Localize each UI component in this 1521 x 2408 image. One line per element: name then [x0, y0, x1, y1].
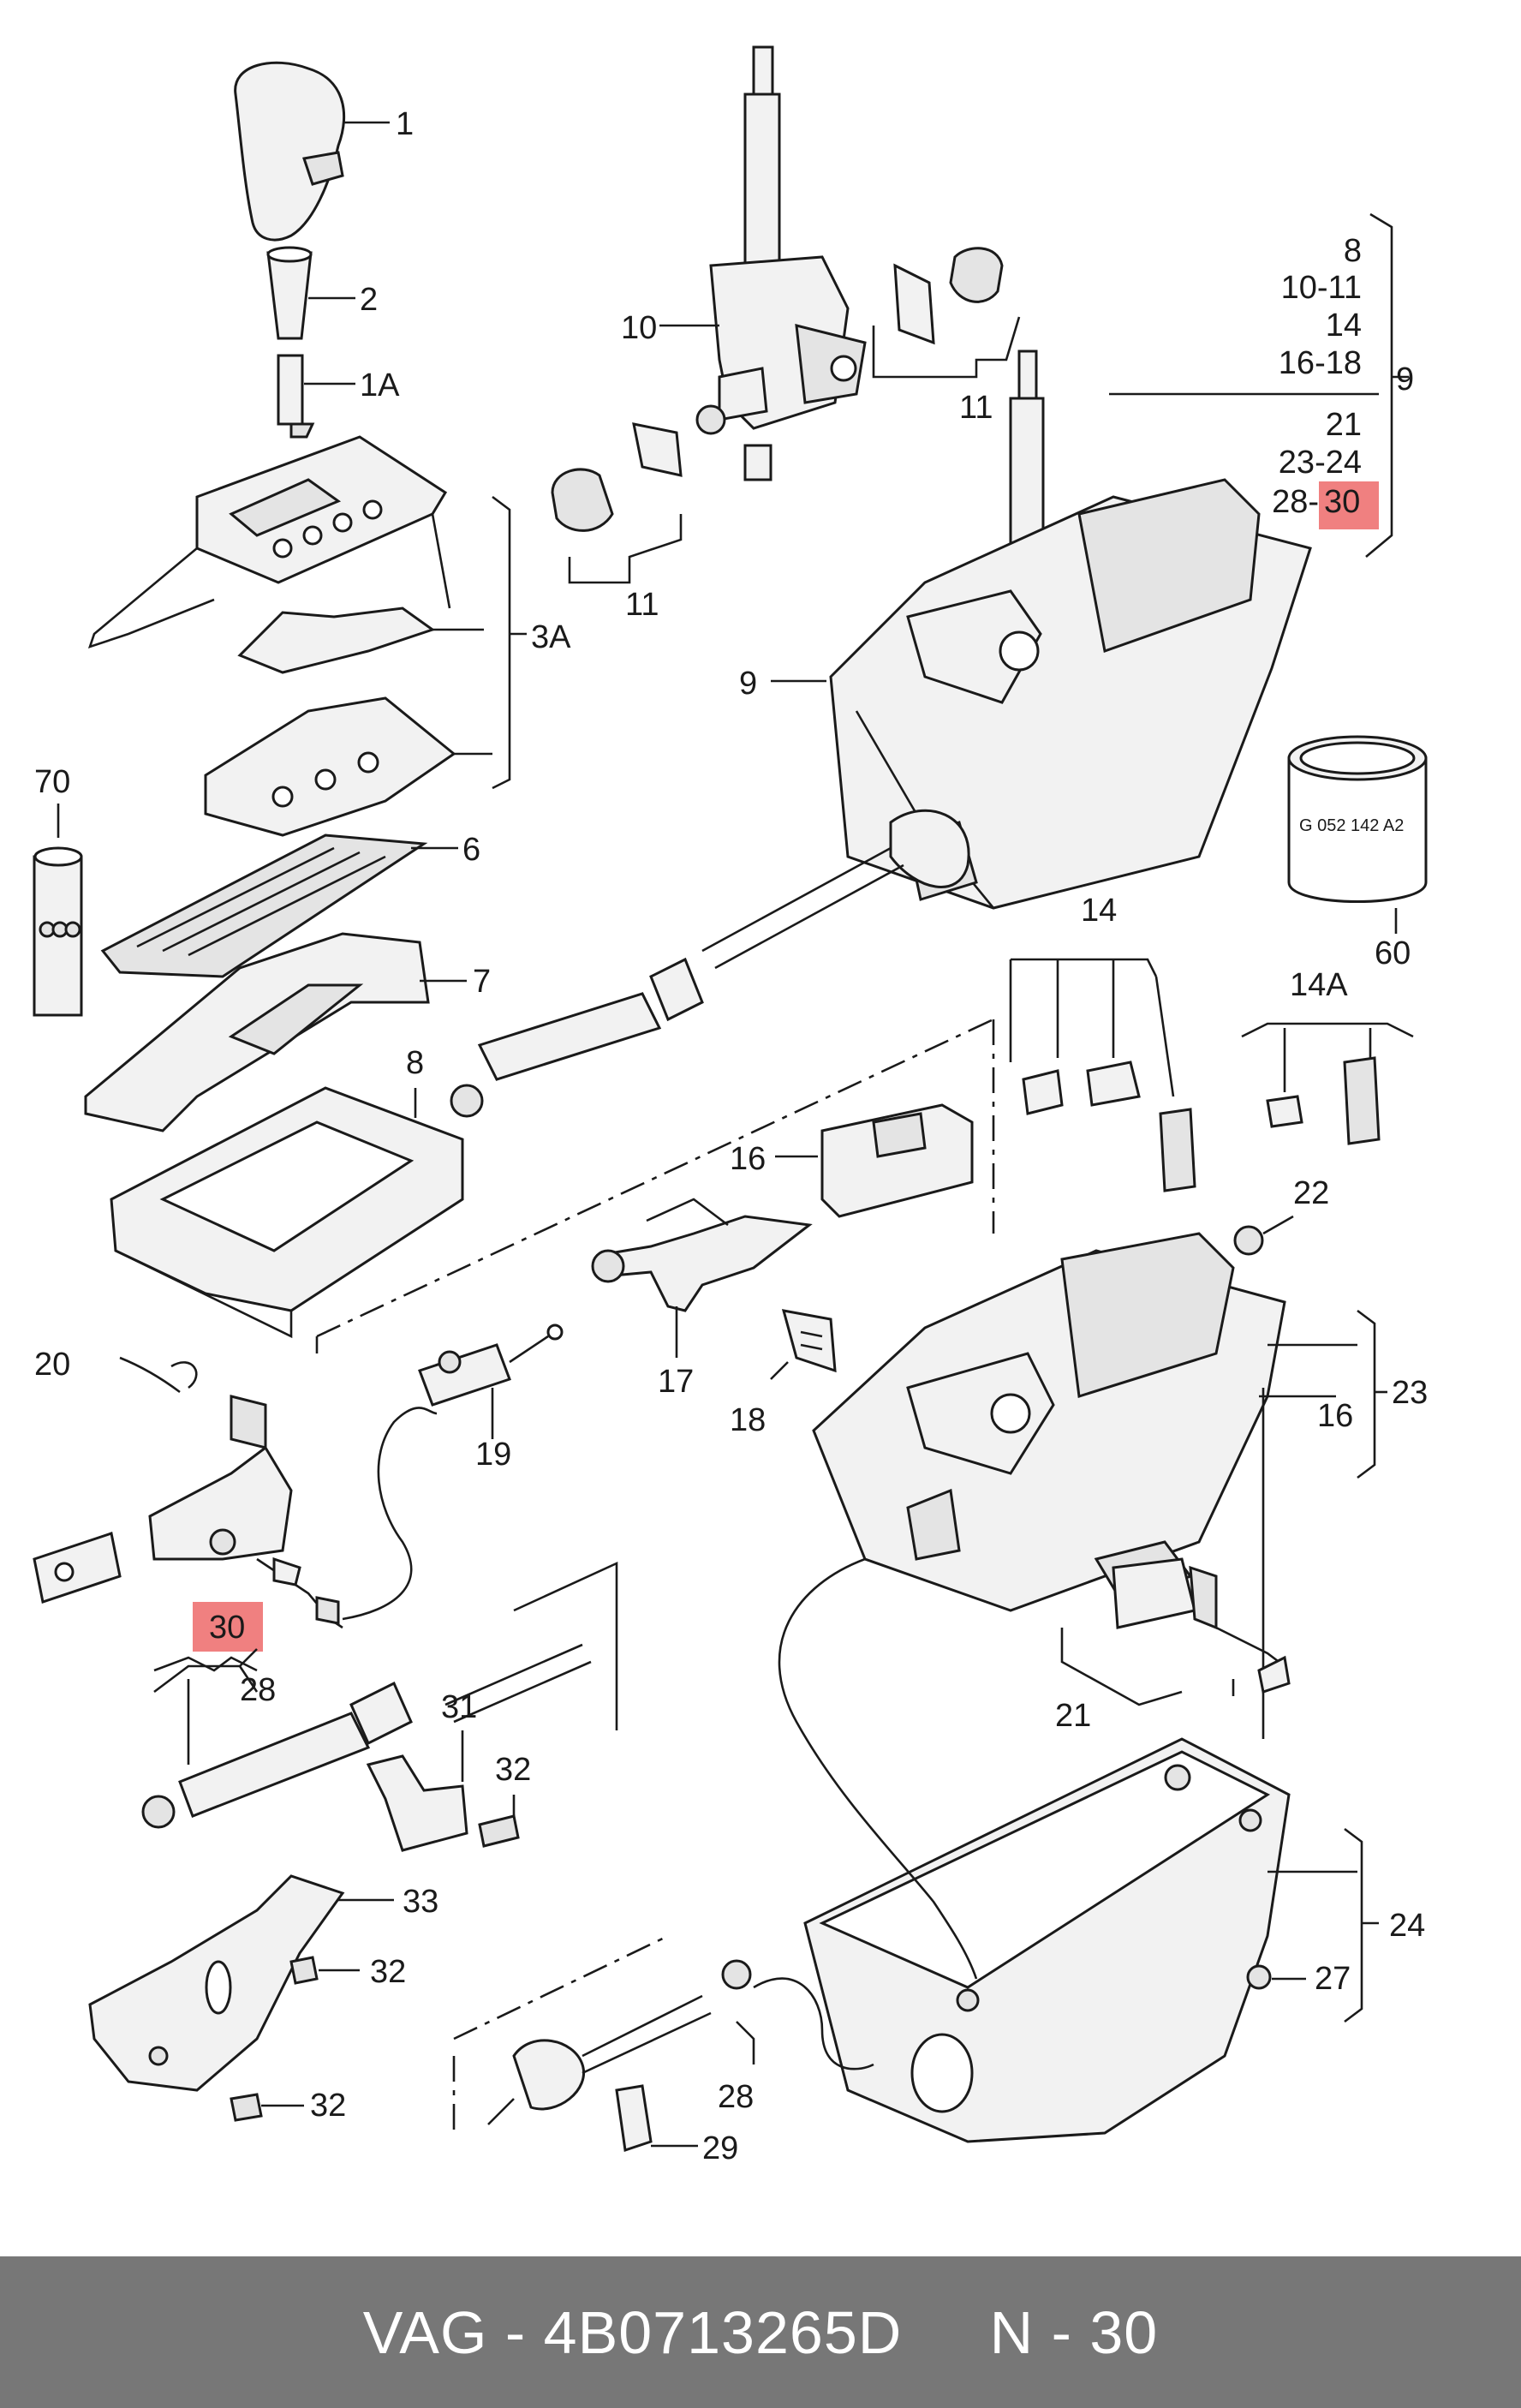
callout-23: 23 — [1392, 1375, 1428, 1411]
callout-14a: 14A — [1290, 967, 1348, 1003]
part-29-retaining-clip — [615, 2084, 698, 2152]
part-14-clips — [1009, 958, 1196, 1192]
callout-27: 27 — [1315, 1961, 1351, 1997]
part-21-switches — [1060, 1557, 1291, 1706]
group-9-item-16-18: 16-18 — [1279, 345, 1362, 381]
callout-19: 19 — [475, 1437, 511, 1473]
part-10-selector-shaft — [659, 45, 867, 481]
footer-bar: VAG - 4B0713265D N - 30 — [0, 2256, 1521, 2408]
part-33-bracket-plate — [88, 1874, 394, 2092]
callout-70: 70 — [34, 764, 70, 800]
callout-14: 14 — [1081, 893, 1117, 929]
part-11-springs-right — [872, 247, 1021, 379]
group-9-item-30-highlighted: 30 — [1324, 484, 1360, 520]
highlight-30-top — [1319, 481, 1379, 529]
bracket-30 — [153, 1648, 259, 1694]
part-18-clip — [770, 1309, 837, 1380]
callout-3a: 3A — [531, 619, 571, 655]
part-22-nut — [1233, 1215, 1294, 1256]
group-9-item-8: 8 — [1344, 233, 1362, 269]
callout-31: 31 — [441, 1689, 477, 1725]
part-6-mat — [100, 834, 458, 978]
callout-32-upper: 32 — [495, 1752, 531, 1788]
group-9-item-28: 28- — [1272, 484, 1319, 520]
callout-18: 18 — [730, 1402, 766, 1438]
callout-16-upper: 16 — [730, 1141, 766, 1177]
parts-diagram: 1 2 1A 3A 6 7 8 70 10 11 11 9 8 10-11 14… — [33, 45, 1428, 2166]
callout-28-lower: 28 — [718, 2079, 754, 2115]
callout-17: 17 — [658, 1364, 694, 1400]
part-9-selector-housing — [771, 212, 1409, 910]
part-8-frame — [110, 1086, 464, 1339]
callout-9: 9 — [739, 666, 757, 702]
callout-1a: 1A — [360, 367, 400, 403]
part-24-housing-pan — [803, 1737, 1379, 2143]
part-19-cable-end — [418, 1324, 564, 1439]
part-shift-cable-lower — [141, 1561, 618, 1829]
callout-29: 29 — [702, 2130, 738, 2166]
callout-11-right: 11 — [959, 390, 993, 426]
callout-32-lower: 32 — [310, 2088, 346, 2124]
part-14a-clips — [1241, 1022, 1414, 1145]
callout-33: 33 — [403, 1884, 438, 1920]
callout-32-middle: 32 — [370, 1954, 406, 1990]
part-20-ignition-lock — [33, 1356, 293, 1604]
callout-6: 6 — [462, 832, 480, 868]
callout-16-lower: 16 — [1317, 1398, 1353, 1434]
callout-8: 8 — [406, 1045, 424, 1081]
highlight-30-left — [193, 1602, 263, 1652]
part-23-selector-housing-lower — [812, 1232, 1387, 1739]
seal-marking: G 052 142 A2 — [1299, 816, 1404, 835]
callout-2: 2 — [360, 282, 378, 318]
part-32-bolt-lower — [230, 2093, 304, 2122]
part-17-lever — [591, 1198, 813, 1358]
callout-21: 21 — [1055, 1698, 1091, 1734]
callout-20: 20 — [34, 1347, 70, 1383]
group-9-label: 9 — [1396, 361, 1414, 397]
part-32-bolt-middle — [289, 1956, 360, 1985]
callout-1: 1 — [396, 106, 414, 142]
part-shift-cable-upper — [450, 809, 970, 1118]
part-60-seal — [1287, 735, 1428, 934]
group-9-item-21: 21 — [1326, 407, 1362, 443]
callout-22: 22 — [1293, 1175, 1329, 1211]
group-9-item-23-24: 23-24 — [1279, 445, 1362, 481]
part-1-gear-knob — [234, 61, 390, 242]
callout-11-left: 11 — [625, 587, 659, 623]
boundary-line — [316, 1018, 994, 1338]
part-2-knob-sleeve — [266, 246, 355, 340]
group-9-item-14: 14 — [1326, 308, 1362, 344]
part-32-bolt-upper — [478, 1795, 520, 1848]
group-9-list: 8 10-11 14 16-18 21 23-24 28- 30 9 — [1272, 233, 1414, 529]
callout-60: 60 — [1375, 935, 1411, 971]
callout-7: 7 — [473, 964, 491, 1000]
part-28-cable-end-lower — [452, 1934, 874, 2133]
callout-28-upper: 28 — [240, 1672, 276, 1708]
part-31-bracket — [366, 1730, 468, 1852]
part-27-nut — [1246, 1964, 1306, 1990]
callout-24: 24 — [1389, 1908, 1425, 1944]
cable-routing-line — [778, 1557, 978, 1980]
part-7-trim-bezel — [84, 932, 467, 1132]
part-1a-pin — [277, 354, 355, 439]
group-9-item-10-11: 10-11 — [1281, 270, 1362, 306]
part-16-switch-bracket — [775, 1103, 974, 1218]
part-30-cable-left — [256, 1407, 438, 1629]
part-11-springs-left — [551, 422, 683, 584]
callout-10: 10 — [621, 310, 657, 346]
footer-part-info: VAG - 4B0713265D N - 30 — [362, 2298, 1159, 2366]
part-70-spray-can — [33, 804, 83, 1017]
part-3a-shift-cover — [87, 435, 527, 837]
callout-30-highlighted: 30 — [209, 1610, 245, 1646]
